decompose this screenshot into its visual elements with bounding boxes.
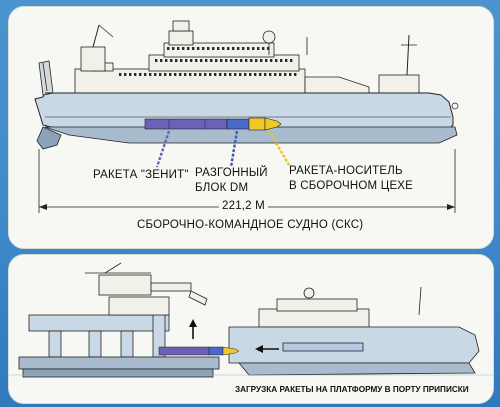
label-zenit-rocket: РАКЕТА "ЗЕНИТ" [93, 169, 189, 182]
launch-platform [19, 263, 219, 377]
label-ship-name: СБОРОЧНО-КОМАНДНОЕ СУДНО (СКС) [137, 219, 363, 232]
up-arrow-icon [189, 319, 197, 339]
ship-superstructure [39, 21, 419, 95]
rocket-zenit [145, 119, 227, 129]
rocket-dm-block [227, 119, 249, 129]
label-carrier-rocket-line1: РАКЕТА-НОСИТЕЛЬ [289, 165, 403, 178]
label-dm-block-line2: БЛОК DM [195, 182, 248, 195]
bottom-panel-loading-diagram: ЗАГРУЗКА РАКЕТЫ НА ПЛАТФОРМУ В ПОРТУ ПРИ… [8, 254, 494, 404]
top-panel-ship-diagram: РАКЕТА "ЗЕНИТ" РАЗГОННЫЙ БЛОК DM РАКЕТА-… [8, 6, 494, 249]
assembly-ship [229, 287, 479, 375]
label-dm-block-line1: РАЗГОННЫЙ [195, 167, 268, 180]
label-carrier-rocket-line2: В СБОРОЧНОМ ЦЕХЕ [289, 180, 413, 193]
loading-caption: ЗАГРУЗКА РАКЕТЫ НА ПЛАТФОРМУ В ПОРТУ ПРИ… [235, 383, 469, 396]
label-ship-length: 221,2 М [219, 200, 268, 213]
rocket-transfer [159, 347, 239, 355]
loading-scene-drawing [9, 255, 493, 403]
